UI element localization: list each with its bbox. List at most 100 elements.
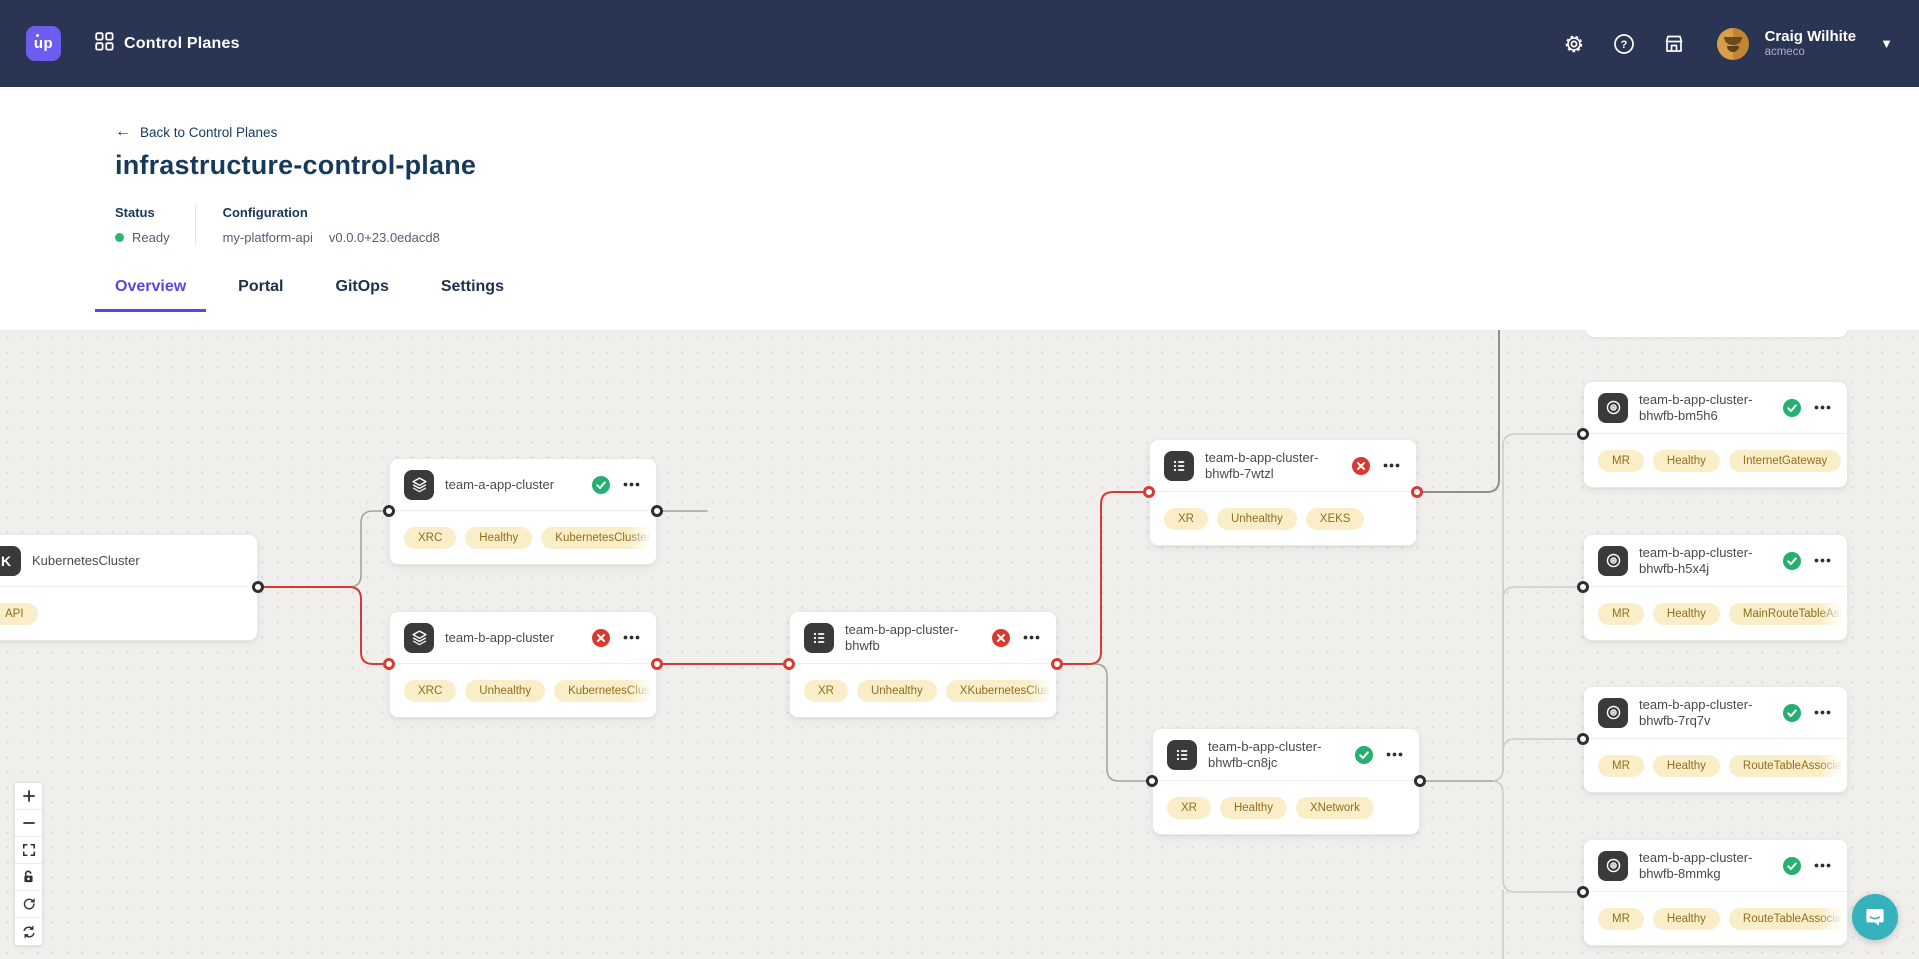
connector-port-left: [1577, 581, 1589, 593]
healthy-check-icon: [1783, 551, 1801, 570]
connector-port-right: [651, 658, 663, 670]
canvas-controls: [14, 782, 43, 946]
badge-xr: XR: [1164, 507, 1208, 530]
zoom-out-button[interactable]: [15, 810, 42, 837]
help-button[interactable]: ?: [1607, 27, 1641, 61]
user-avatar[interactable]: [1716, 27, 1749, 60]
back-link[interactable]: ← Back to Control Planes: [115, 123, 278, 140]
edge-0: [1490, 433, 1584, 782]
badge-mr: MR: [1598, 602, 1644, 625]
badge-fade: [1819, 893, 1847, 944]
node-menu-button[interactable]: [621, 633, 642, 642]
badge-xrc: XRC: [404, 679, 457, 702]
refresh-button[interactable]: [15, 918, 42, 945]
node-badges: XR Healthy XNetwork: [1153, 781, 1419, 834]
node-menu-button[interactable]: [1021, 633, 1042, 642]
connector-port-right: [252, 581, 264, 593]
node-menu-button[interactable]: [1384, 750, 1405, 759]
status-block: Status Ready: [115, 205, 170, 245]
nav-app-title: Control Planes: [124, 34, 240, 52]
layers-icon: [404, 622, 434, 653]
healthy-check-icon: [592, 475, 610, 494]
upbound-logo[interactable]: up: [26, 26, 61, 61]
connector-port-left: [383, 658, 395, 670]
connector-port-left: [1143, 486, 1155, 498]
node-badges: MRHealthyRouteTableAssociation: [1584, 739, 1847, 792]
configuration-version: v0.0.0+23.0edacd8: [328, 230, 440, 245]
meta-divider: [194, 205, 196, 245]
badge-xnetwork: XNetwork: [1295, 796, 1374, 819]
user-menu[interactable]: Craig Wilhite acmeco: [1765, 28, 1857, 60]
tab-settings[interactable]: Settings: [440, 278, 504, 295]
user-menu-caret-icon[interactable]: ▼: [1880, 36, 1893, 51]
node-menu-button[interactable]: [1812, 861, 1833, 870]
fit-view-button[interactable]: [15, 837, 42, 864]
edge-6: [257, 510, 390, 588]
badge-mr: MR: [1598, 449, 1644, 472]
healthy-check-icon: [1783, 703, 1801, 722]
zoom-in-button[interactable]: [15, 783, 42, 810]
edge-8: [1056, 663, 1153, 782]
badge-healthy: Healthy: [1219, 796, 1287, 819]
tab-overview[interactable]: Overview: [95, 272, 207, 312]
layers-icon: [404, 469, 434, 500]
tab-gitops[interactable]: GitOps: [335, 278, 389, 295]
graph-edges: [257, 330, 1584, 959]
badge-xr: XR: [1167, 796, 1211, 819]
node-menu-button[interactable]: [1812, 708, 1833, 717]
edge-12: [1056, 491, 1150, 665]
badge-kubernetescluster: KubernetesCluster: [541, 526, 656, 549]
badge-unhealthy: Unhealthy: [856, 679, 937, 702]
connector-port-left: [1577, 733, 1589, 745]
list-icon: [1167, 739, 1197, 770]
node-menu-button[interactable]: [621, 480, 642, 489]
list-icon: [804, 622, 834, 653]
target-icon: [1598, 697, 1628, 728]
node-badges: MRHealthyMainRouteTableAssociation: [1584, 587, 1847, 640]
edge-3: [1490, 780, 1584, 893]
badge-healthy: Healthy: [1652, 754, 1720, 777]
edge-9: [1417, 330, 1500, 493]
app-grid-icon: [95, 31, 114, 56]
node-title: team-b-app-cluster-bhwfb-h5x4j: [1639, 545, 1753, 576]
unhealthy-x-icon: [592, 628, 610, 647]
meta-row: Status Ready Configuration my-platform-a…: [115, 205, 1919, 245]
edge-10: [257, 586, 390, 665]
badge-unhealthy: Unhealthy: [465, 679, 546, 702]
unhealthy-x-icon: [992, 628, 1010, 647]
node-badges: MRHealthyRouteTableAssociation: [1584, 892, 1847, 945]
node-menu-button[interactable]: [1381, 461, 1402, 470]
node-menu-button[interactable]: [1812, 403, 1833, 412]
chat-launcher-button[interactable]: [1852, 894, 1898, 940]
badge-fade: [628, 512, 656, 563]
target-icon: [1598, 545, 1628, 576]
page-title: infrastructure-control-plane: [115, 150, 477, 180]
connector-port-right: [651, 505, 663, 517]
settings-gear-button[interactable]: [1557, 27, 1591, 61]
configuration-label: Configuration: [222, 205, 308, 220]
target-icon: [1598, 392, 1628, 423]
lock-button[interactable]: [15, 864, 42, 891]
node-menu-button[interactable]: [1812, 556, 1833, 565]
rotate-button[interactable]: [15, 891, 42, 918]
marketplace-store-button[interactable]: [1657, 27, 1691, 61]
tab-portal[interactable]: Portal: [238, 278, 284, 295]
connector-port-left: [383, 505, 395, 517]
node-partial-top[interactable]: [1585, 330, 1848, 338]
node-badges: API: [0, 587, 257, 640]
node-title: team-b-app-cluster-bhwfb-7wtzl: [1205, 450, 1319, 481]
